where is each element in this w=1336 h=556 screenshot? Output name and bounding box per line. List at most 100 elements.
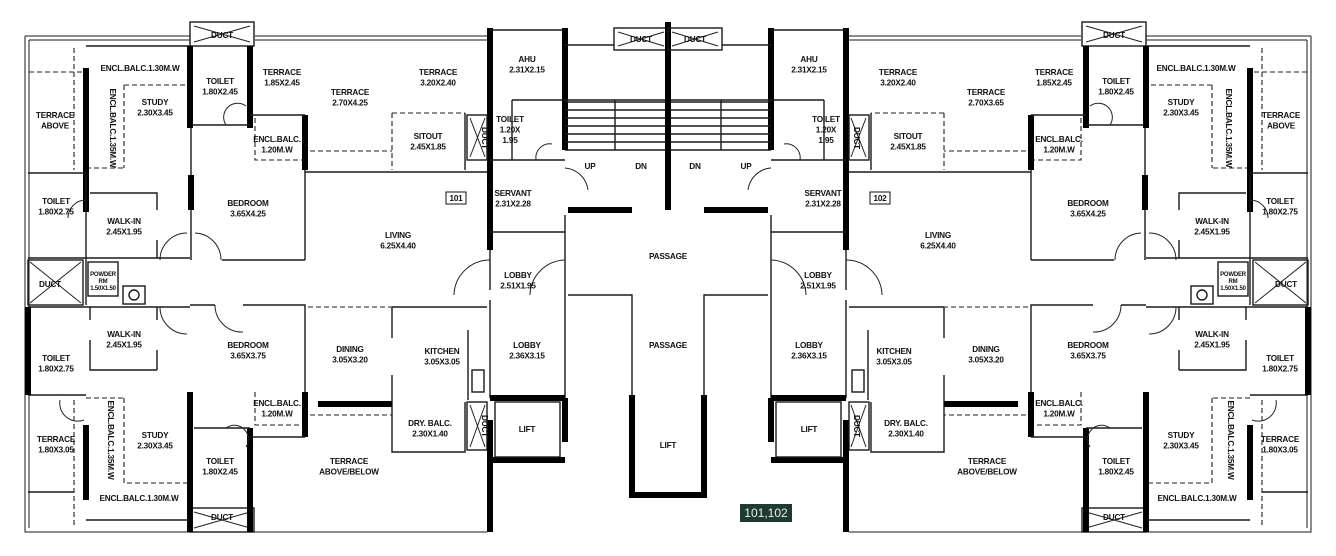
- room-label-line: 2.70X3.65: [968, 99, 1004, 108]
- room-label: ENCL.BALC.1.20M.W: [1035, 399, 1083, 419]
- room-label-line: RM: [1229, 279, 1238, 285]
- room-label: TOILET 1.80X2.75: [1262, 354, 1298, 374]
- room-label-line: LIVING: [925, 231, 951, 240]
- room-label-line: 2.30X1.40: [888, 430, 924, 439]
- room-label-line: 3.05X3.05: [876, 358, 912, 367]
- room-label-line: ENCL.BALC.1.30M.W: [100, 494, 179, 503]
- room-label-line: TOILET: [1266, 197, 1294, 206]
- room-label-line: 1.95: [818, 136, 834, 145]
- room-label: DUCT: [852, 127, 861, 149]
- room-label: TOILET 1.80X2.75: [38, 354, 74, 374]
- passage-lower-label: PASSAGE: [649, 341, 688, 350]
- room-label: DRY. BALC.2.30X1.40: [408, 419, 452, 439]
- room-label-line: AHU: [518, 55, 535, 64]
- room-label-line: TOILET: [1266, 354, 1294, 363]
- unit-102-number: 102: [873, 194, 887, 203]
- room-label-line: 1.50X1.50: [90, 286, 116, 292]
- room-label: ENCL.BALC.1.30M.W: [1157, 64, 1236, 73]
- room-label: ENCL.BALC.1.35M.W: [1224, 89, 1233, 168]
- room-label-line: STUDY: [142, 431, 169, 440]
- room-label-line: TOILET: [42, 197, 70, 206]
- room-label: DUCT: [684, 35, 706, 44]
- room-label-line: 1.20X: [816, 126, 837, 135]
- room-label-line: TERRACE: [1261, 435, 1300, 444]
- room-label-line: UP: [741, 162, 753, 171]
- room-label-line: AHU: [800, 55, 817, 64]
- room-label-line: DUCT: [211, 31, 233, 40]
- room-label-line: 1.80X2.75: [1262, 365, 1298, 374]
- room-label: ENCL.BALC.1.30M.W: [101, 64, 180, 73]
- room-label-line: 2.36X3.15: [509, 352, 545, 361]
- room-label: DUCT: [211, 513, 233, 522]
- room-label-line: SITOUT: [894, 132, 923, 141]
- room-label-line: TERRACE: [419, 68, 458, 77]
- room-label-line: ABOVE/BELOW: [319, 468, 379, 477]
- room-label-line: DUCT: [630, 35, 652, 44]
- room-label-line: 2.30X3.45: [137, 442, 173, 451]
- room-label-line: TOILET: [42, 354, 70, 363]
- room-label-line: 1.85X2.45: [1036, 79, 1072, 88]
- room-label-line: DUCT: [1103, 31, 1125, 40]
- room-label-line: STUDY: [1168, 431, 1195, 440]
- room-label-line: ABOVE/BELOW: [957, 468, 1017, 477]
- room-label-line: 1.80X2.75: [38, 208, 74, 217]
- room-label-line: 2.31X2.28: [805, 200, 841, 209]
- room-label-line: WALK-IN: [107, 217, 141, 226]
- room-label-line: DUCT: [480, 415, 489, 437]
- room-label-line: BEDROOM: [227, 199, 269, 208]
- room-label: STUDY 2.30X3.45: [137, 431, 173, 451]
- room-label-line: 3.65X3.75: [230, 352, 266, 361]
- room-label: ENCL.BALC.1.35M.W: [1226, 401, 1235, 480]
- unit-101-number: 101: [449, 194, 463, 203]
- room-label-line: 2.45X1.95: [106, 341, 142, 350]
- room-label: DN: [635, 162, 647, 171]
- room-label-line: 6.25X4.40: [380, 242, 416, 251]
- room-label: DUCT: [480, 415, 489, 437]
- room-label-line: DN: [635, 162, 647, 171]
- room-label: DUCT: [1103, 31, 1125, 40]
- room-label-line: 2.30X3.45: [1163, 109, 1199, 118]
- room-label-line: TOILET: [206, 77, 234, 86]
- room-label-line: TERRACE: [879, 68, 918, 77]
- room-label: AHU 2.31X2.15: [509, 55, 545, 75]
- room-label: UP: [741, 162, 753, 171]
- room-label: LIFT: [801, 425, 818, 434]
- room-label-line: DRY. BALC.: [408, 419, 452, 428]
- room-label-line: WALK-IN: [1195, 330, 1229, 339]
- room-label-line: 2.31X2.15: [509, 66, 545, 75]
- room-label-line: STUDY: [142, 98, 169, 107]
- room-label-line: ENCL.BALC.1.30M.W: [101, 64, 180, 73]
- room-label-line: TOILET: [206, 457, 234, 466]
- passage-upper-label: PASSAGE: [649, 252, 688, 261]
- room-label-line: ABOVE: [1267, 122, 1296, 131]
- room-label-line: ENCL.BALC.: [1035, 135, 1083, 144]
- plan-unit-badge: 101,102: [740, 504, 792, 522]
- room-label-line: 2.51X1.95: [500, 282, 536, 291]
- room-label-line: 3.05X3.20: [968, 356, 1004, 365]
- room-label-line: DINING: [336, 345, 363, 354]
- room-label-line: 1.80X2.75: [38, 365, 74, 374]
- room-label: STUDY 2.30X3.45: [1163, 98, 1199, 118]
- room-label-line: STUDY: [1168, 98, 1195, 107]
- room-label-line: TERRACE: [331, 88, 370, 97]
- room-label-line: DRY. BALC.: [884, 419, 928, 428]
- room-label-line: DUCT: [1103, 513, 1125, 522]
